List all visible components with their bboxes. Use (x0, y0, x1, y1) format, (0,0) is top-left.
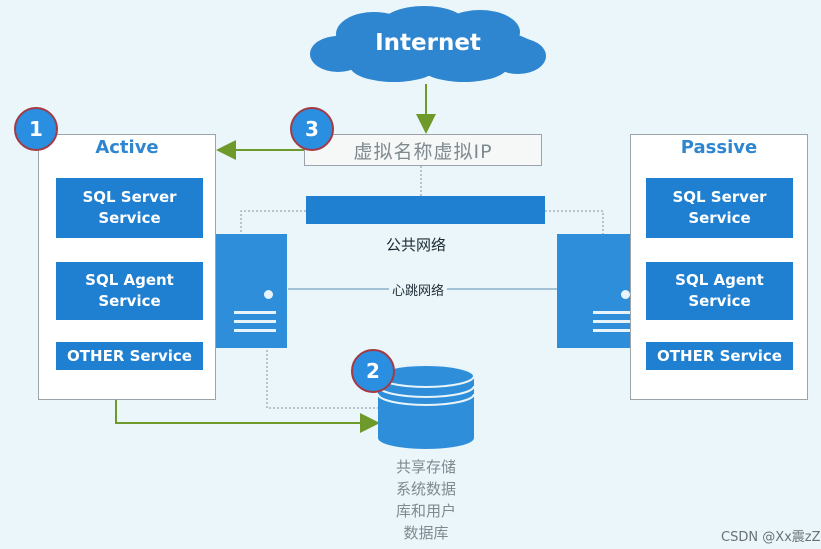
server-slot (593, 329, 630, 332)
badge-2: 2 (351, 349, 395, 393)
active-sql-agent-service-label: SQL Agent Service (85, 271, 174, 310)
badge-1-label: 1 (29, 117, 43, 141)
server-slot (234, 329, 276, 332)
public-network-bar (306, 196, 545, 224)
active-other-service: OTHER Service (56, 342, 203, 370)
virtual-ip-label: 虚拟名称虚拟IP (353, 140, 493, 163)
server-slot (234, 311, 276, 314)
active-sql-server-service: SQL Server Service (56, 178, 203, 238)
internet-label: Internet (375, 30, 481, 56)
public-to-right-server-line (545, 210, 604, 284)
passive-sql-server-service-label: SQL Server Service (672, 188, 767, 227)
badge-3: 3 (290, 107, 334, 151)
passive-sql-agent-service-label: SQL Agent Service (675, 271, 764, 310)
badge-2-label: 2 (366, 359, 380, 383)
server-to-storage-line (266, 346, 380, 409)
active-other-service-label: OTHER Service (67, 346, 192, 365)
virtual-ip-box: 虚拟名称虚拟IP (304, 134, 542, 166)
heartbeat-network-label: 心跳网络 (389, 280, 448, 299)
active-sql-server-service-label: SQL Server Service (82, 188, 177, 227)
shared-storage-label: 共享存储 系统数据 库和用户 数据库 (395, 458, 456, 542)
internet-cloud-icon (310, 6, 546, 82)
badge-3-label: 3 (305, 117, 319, 141)
passive-other-service-label: OTHER Service (657, 346, 782, 365)
passive-title: Passive (680, 137, 758, 158)
passive-other-service: OTHER Service (646, 342, 793, 370)
badge-1: 1 (14, 107, 58, 151)
active-to-storage-line (115, 400, 380, 433)
server-slot (593, 311, 630, 314)
public-network-label: 公共网络 (386, 236, 447, 254)
active-title: Active (95, 137, 159, 158)
server-led (264, 290, 273, 299)
passive-sql-agent-service: SQL Agent Service (646, 262, 793, 320)
server-slot (234, 320, 276, 323)
shared-storage-icon (377, 364, 475, 449)
watermark: CSDN @Xx震zZ (721, 530, 821, 545)
active-sql-agent-service: SQL Agent Service (56, 262, 203, 320)
active-server-icon (216, 234, 287, 348)
server-slot (593, 320, 630, 323)
passive-sql-server-service: SQL Server Service (646, 178, 793, 238)
passive-server-icon (557, 234, 630, 348)
server-led (621, 290, 630, 299)
